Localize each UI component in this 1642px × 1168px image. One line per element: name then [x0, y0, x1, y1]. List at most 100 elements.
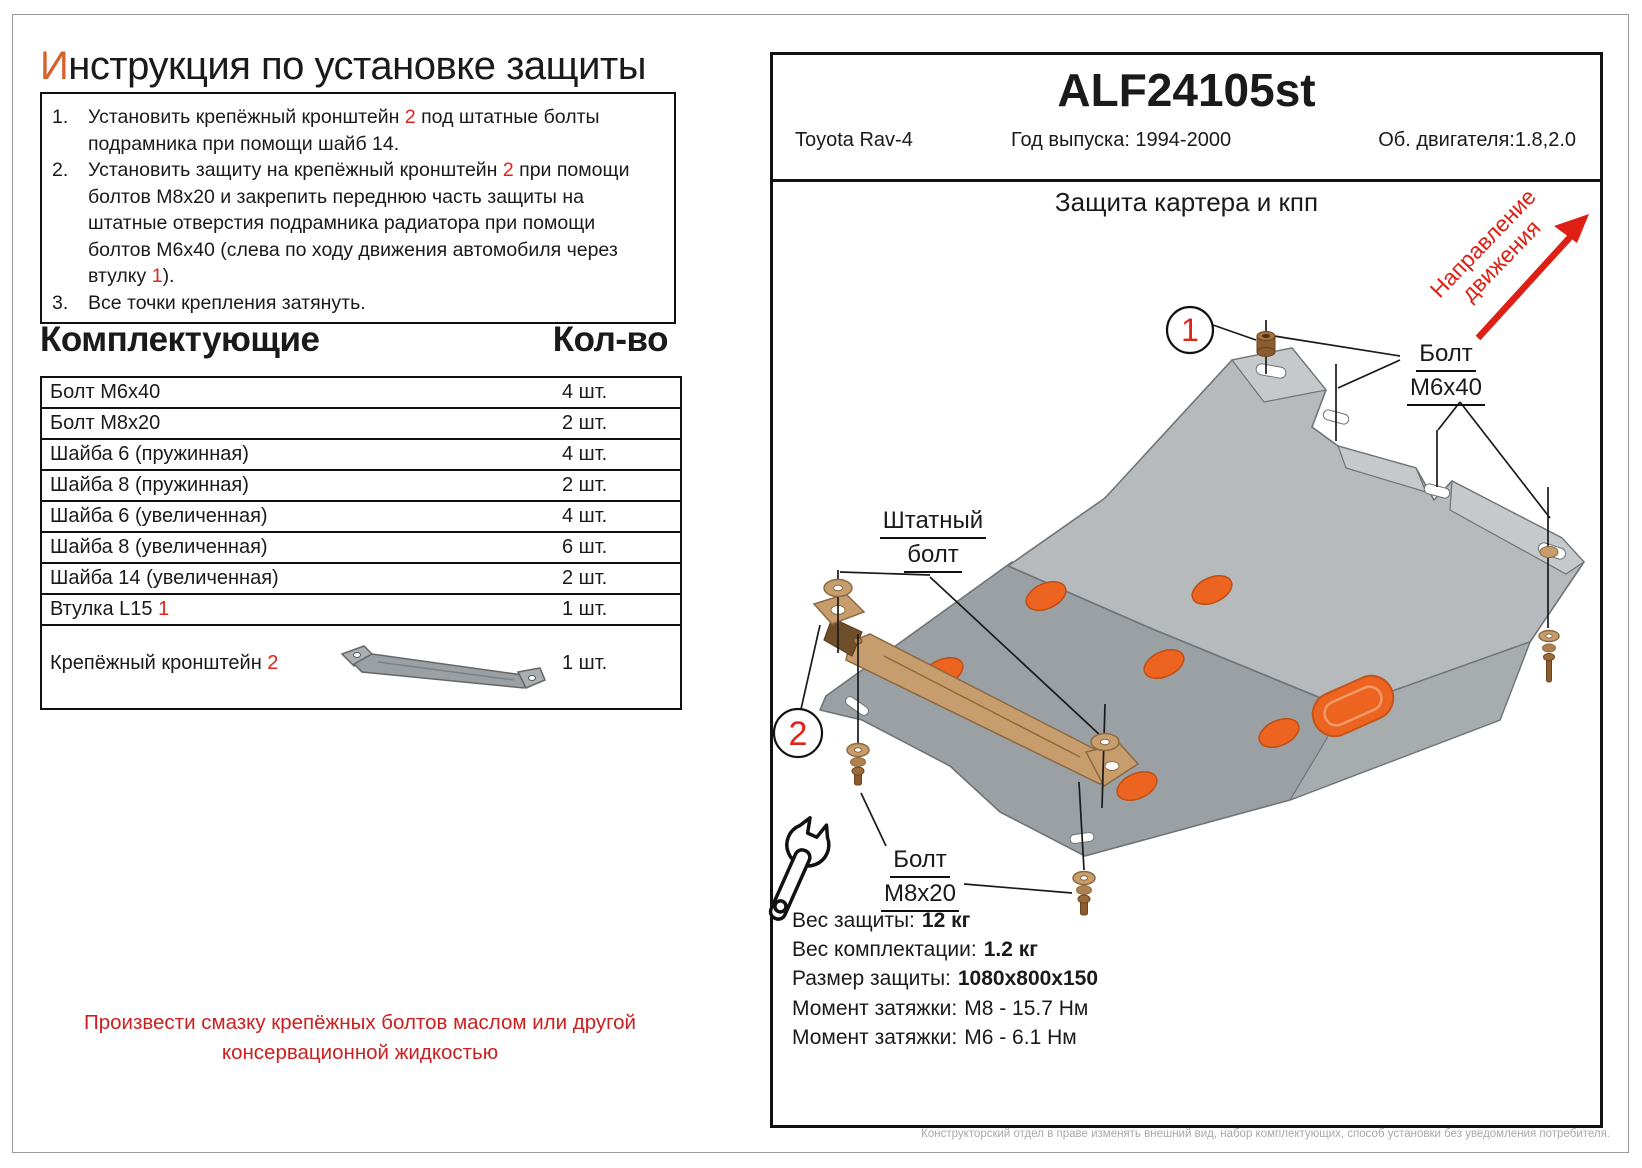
component-qty: 2 шт. [562, 567, 608, 589]
instruction-number: 2. [52, 159, 69, 181]
bolt-slot [1423, 483, 1451, 499]
note-line: консервационной жидкостью [221, 1041, 499, 1064]
spec-row: Момент затяжки:М6 - 6.1 Нм [792, 1023, 1098, 1052]
instruction-item: 1. Установить крепёжный кронштейн 2 под … [52, 104, 662, 157]
instruction-item: 2. Установить защиту на крепёжный кроншт… [52, 157, 662, 290]
spec-label: Момент затяжки: [792, 1025, 958, 1049]
component-name: Шайба 6 (пружинная) [50, 443, 249, 465]
callout-line: М8х20 [880, 878, 960, 912]
product-panel: ALF24105st Toyota Rav-4 Год выпуска: 199… [770, 52, 1603, 1128]
table-row-bracket: Крепёжный кронштейн 2 1 шт. [42, 626, 680, 708]
washer-w2 [1090, 732, 1120, 752]
callout-line: Болт [890, 844, 950, 878]
components-header: Комплектующие Кол-во [40, 320, 669, 360]
spec-label: Момент затяжки: [792, 996, 958, 1020]
bolt-slot [845, 696, 869, 716]
bracket-hole [1104, 761, 1120, 771]
table-row: Шайба 14 (увеличенная) 2 шт. [42, 564, 680, 595]
table-row: Болт М8х20 2 шт. [42, 409, 680, 440]
table-row: Шайба 8 (увеличенная) 6 шт. [42, 533, 680, 564]
callout-bolt-m8x20: Болт М8х20 [866, 844, 974, 912]
bolt-assembly-left [846, 742, 870, 786]
qty-heading: Кол-во [552, 320, 669, 359]
component-name: Болт М6х40 [50, 381, 161, 403]
panel-header: ALF24105st Toyota Rav-4 Год выпуска: 199… [773, 55, 1600, 182]
component-qty: 4 шт. [562, 443, 608, 465]
spec-label: Размер защиты: [792, 967, 951, 991]
components-table: Болт М6х40 4 шт. Болт М8х20 2 шт. Шайба … [40, 376, 682, 710]
vehicle-years: Год выпуска: 1994-2000 [1011, 129, 1232, 151]
part-number: ALF24105st [1057, 64, 1316, 116]
spec-row: Момент затяжки:М8 - 15.7 Нм [792, 994, 1098, 1023]
balloon-1: 1 [1181, 312, 1199, 348]
component-name: Крепёжный кронштейн 2 [50, 652, 279, 674]
spec-label: Вес защиты: [792, 909, 915, 932]
instruction-text: Установить крепёжный кронштейн 2 под шта… [88, 106, 600, 155]
table-row: Втулка L15 1 1 шт. [42, 595, 680, 626]
spec-value: М8 - 15.7 Нм [964, 996, 1089, 1020]
balloon-2: 2 [789, 715, 808, 753]
component-qty: 4 шт. [562, 505, 608, 527]
page-title: Инструкция по установке защиты [40, 44, 646, 88]
washer-w1 [823, 578, 853, 598]
instruction-number: 1. [52, 106, 69, 128]
spec-row: Размер защиты:1080x800x150 [792, 964, 1098, 993]
instruction-number: 3. [52, 291, 69, 314]
component-name: Шайба 8 (увеличенная) [50, 536, 268, 558]
vehicle-info-row: Toyota Rav-4 Год выпуска: 1994-2000 Об. … [773, 129, 1600, 155]
table-row: Болт М6х40 4 шт. [42, 378, 680, 409]
bracket-image [332, 640, 547, 700]
plate-right-face [1288, 640, 1532, 802]
balloon-1-circle [1165, 305, 1215, 355]
callout-line: М6х40 [1406, 372, 1486, 406]
spec-value: 1080x800x150 [957, 967, 1099, 991]
bolt-assembly-right [1538, 546, 1560, 683]
spec-row: Вес комплектации:1.2 кг [792, 935, 1098, 964]
spec-label: Вес комплектации: [792, 938, 977, 962]
bracket-slot-line [883, 655, 1081, 758]
instruction-item: 3. Все точки крепления затянуть. [52, 290, 662, 317]
spec-value: М6 - 6.1 Нм [964, 1025, 1077, 1049]
callout-line: Штатный [879, 505, 987, 539]
component-qty: 2 шт. [562, 412, 608, 434]
spec-value: 12 кг [921, 909, 971, 932]
rubber-pads [922, 574, 1300, 802]
lubrication-note: Произвести смазку крепёжных болтов масло… [30, 1008, 690, 1068]
components-heading: Комплектующие [40, 320, 320, 359]
instruction-text: Установить защиту на крепёжный кронштейн… [88, 159, 630, 287]
component-qty: 1 шт. [562, 598, 608, 620]
wrench-icon [768, 816, 831, 921]
table-row: Шайба 6 (увеличенная) 4 шт. [42, 502, 680, 533]
component-name: Болт М8х20 [50, 412, 161, 434]
large-pad [1311, 674, 1395, 738]
bushing [1256, 331, 1276, 357]
component-name: Шайба 14 (увеличенная) [50, 567, 279, 589]
specs-block: Вес защиты: 12 кг Вес комплектации:1.2 кг… [792, 906, 1098, 1052]
callout-line: болт [904, 539, 962, 573]
instructions-box: 1. Установить крепёжный кронштейн 2 под … [40, 92, 676, 324]
component-name: Втулка L15 1 [50, 598, 170, 620]
component-qty: 1 шт. [562, 652, 608, 674]
component-qty: 2 шт. [562, 474, 608, 496]
component-name: Шайба 8 (пружинная) [50, 474, 249, 496]
vehicle-model: Toyota Rav-4 [795, 129, 913, 151]
bracket-bend [823, 617, 863, 657]
callout-bolt-m6x40: Болт М6х40 [1391, 338, 1501, 406]
spec-row: Вес защиты: 12 кг [792, 906, 1098, 935]
callout-stock-bolt: Штатный болт [868, 505, 998, 573]
table-row: Шайба 8 (пружинная) 2 шт. [42, 471, 680, 502]
note-line: Произвести смазку крепёжных болтов масло… [83, 1011, 637, 1034]
component-name: Шайба 6 (увеличенная) [50, 505, 268, 527]
component-qty: 4 шт. [562, 381, 608, 403]
component-qty: 6 шт. [562, 536, 608, 558]
panel-subtitle: Защита картера и кпп [1054, 187, 1319, 217]
callout-line: Болт [1416, 338, 1476, 372]
bolt-assembly-bottom [1072, 870, 1096, 916]
instruction-text: Все точки крепления затянуть. [88, 291, 366, 314]
spec-value: 1.2 кг [983, 938, 1038, 962]
balloon-2-circle [772, 707, 824, 759]
page-frame [12, 14, 1629, 1153]
bolt-slot [1255, 363, 1287, 379]
